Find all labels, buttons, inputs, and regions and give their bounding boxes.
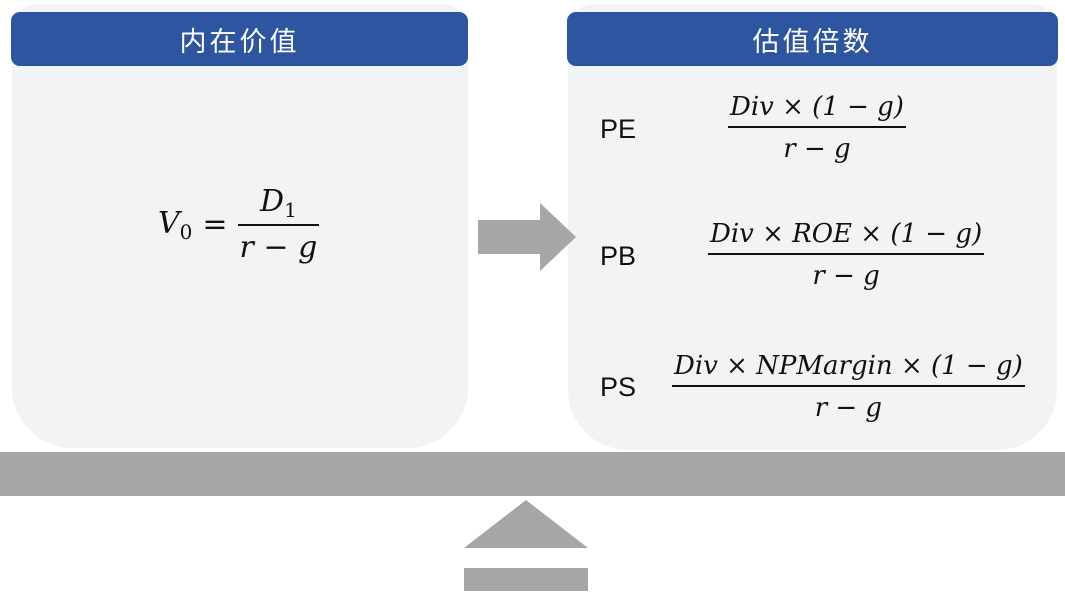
denominator-pb: r − g (812, 261, 880, 291)
fulcrum-icon (464, 500, 588, 591)
fraction-denominator: r − g (239, 230, 318, 265)
numerator-pb: Div × ROE × (1 − g) (710, 219, 983, 249)
equals-sign: = (202, 207, 228, 242)
fraction-bar-ps (672, 385, 1025, 387)
dividend-fraction: D1 r − g (237, 184, 320, 265)
right-arrow-icon (478, 203, 576, 271)
multiple-label-ps: PS (600, 372, 637, 402)
fraction-ps: Div × NPMargin × (1 − g) r − g (672, 351, 1025, 423)
intrinsic-value-formula: V0 = D1 r − g (158, 184, 320, 265)
fraction-numerator: D1 (258, 184, 299, 222)
lhs-subscript: 0 (179, 219, 193, 244)
formula-pb: Div × ROE × (1 − g) r − g (708, 219, 985, 291)
numerator-variable: D (260, 184, 285, 219)
fraction-bar-pb (708, 253, 985, 255)
fraction-bar-pe (728, 126, 906, 128)
denominator-ps: r − g (814, 393, 883, 423)
balance-beam (0, 452, 1065, 496)
numerator-ps: Div × NPMargin × (1 − g) (674, 351, 1023, 381)
valuation-multiples-panel (568, 4, 1057, 450)
formula-lhs: V0 (158, 206, 192, 244)
formula-ps: Div × NPMargin × (1 − g) r − g (672, 351, 1025, 423)
fraction-bar (237, 224, 320, 226)
numerator-subscript: 1 (284, 198, 297, 222)
denominator-pe: r − g (783, 134, 851, 164)
numerator-pe: Div × (1 − g) (730, 92, 904, 122)
intrinsic-value-panel (12, 4, 468, 448)
valuation-multiples-header: 估值倍数 (567, 12, 1058, 66)
multiple-label-pb: PB (600, 241, 637, 271)
intrinsic-value-header: 内在价值 (11, 12, 468, 66)
multiple-label-pe: PE (600, 114, 637, 144)
formula-pe: Div × (1 − g) r − g (728, 92, 906, 164)
fraction-pe: Div × (1 − g) r − g (728, 92, 906, 164)
intrinsic-value-title: 内在价值 (179, 26, 300, 58)
fraction-pb: Div × ROE × (1 − g) r − g (708, 219, 985, 291)
lhs-variable: V (158, 205, 180, 241)
valuation-multiples-title: 估值倍数 (752, 26, 873, 58)
